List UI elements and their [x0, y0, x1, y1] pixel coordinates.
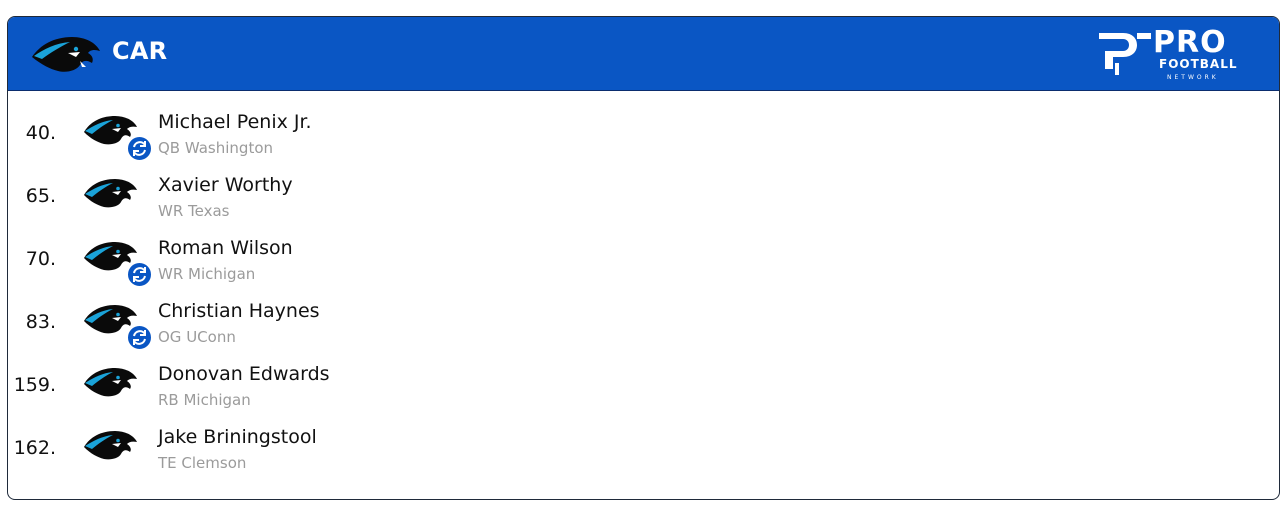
trade-swap-icon [127, 262, 152, 287]
player-meta: OG UConn [158, 328, 236, 346]
panther-logo-icon [84, 368, 137, 397]
pick-row: 70. Roman Wilson WR Michigan [8, 237, 1279, 297]
panther-logo-icon [84, 431, 137, 460]
pick-row: 162. Jake Briningstool TE Clemson [8, 426, 1279, 486]
player-meta: QB Washington [158, 139, 274, 157]
brand-network: NETWORK [1167, 74, 1219, 81]
team-abbreviation: CAR [112, 37, 168, 65]
pick-number: 40. [25, 122, 56, 144]
draft-card: CAR PRO FOOTBALL NETWORK 40. [7, 16, 1280, 500]
trade-swap-icon [127, 325, 152, 350]
player-meta: WR Texas [158, 202, 230, 220]
pick-row: 159. Donovan Edwards RB Michigan [8, 363, 1279, 423]
panther-logo-icon [32, 37, 100, 72]
player-meta: WR Michigan [158, 265, 256, 283]
pick-row: 83. Christian Haynes OG UConn [8, 300, 1279, 360]
brand-football: FOOTBALL [1159, 57, 1238, 71]
pick-number: 70. [25, 248, 56, 270]
player-name: Roman Wilson [158, 237, 293, 259]
player-name: Donovan Edwards [158, 363, 330, 385]
pick-row: 40. Michael Penix Jr. QB Washington [8, 111, 1279, 171]
pick-row: 65. Xavier Worthy WR Texas [8, 174, 1279, 234]
player-meta: RB Michigan [158, 391, 251, 409]
team-header: CAR PRO FOOTBALL NETWORK [8, 17, 1279, 91]
panther-logo-icon [84, 242, 137, 271]
player-name: Xavier Worthy [158, 174, 293, 196]
trade-swap-icon [127, 136, 152, 161]
brand-pro: PRO [1153, 25, 1227, 60]
pick-number: 83. [25, 311, 56, 333]
pfn-logo-icon: PRO FOOTBALL NETWORK [1097, 25, 1257, 85]
panther-logo-icon [84, 179, 137, 208]
player-meta: TE Clemson [158, 454, 247, 472]
panther-logo-icon [84, 305, 137, 334]
pick-number: 159. [13, 374, 56, 396]
player-name: Jake Briningstool [158, 426, 317, 448]
player-name: Christian Haynes [158, 300, 320, 322]
pick-number: 65. [25, 185, 56, 207]
panther-logo-icon [84, 116, 137, 145]
pick-number: 162. [13, 437, 56, 459]
player-name: Michael Penix Jr. [158, 111, 312, 133]
